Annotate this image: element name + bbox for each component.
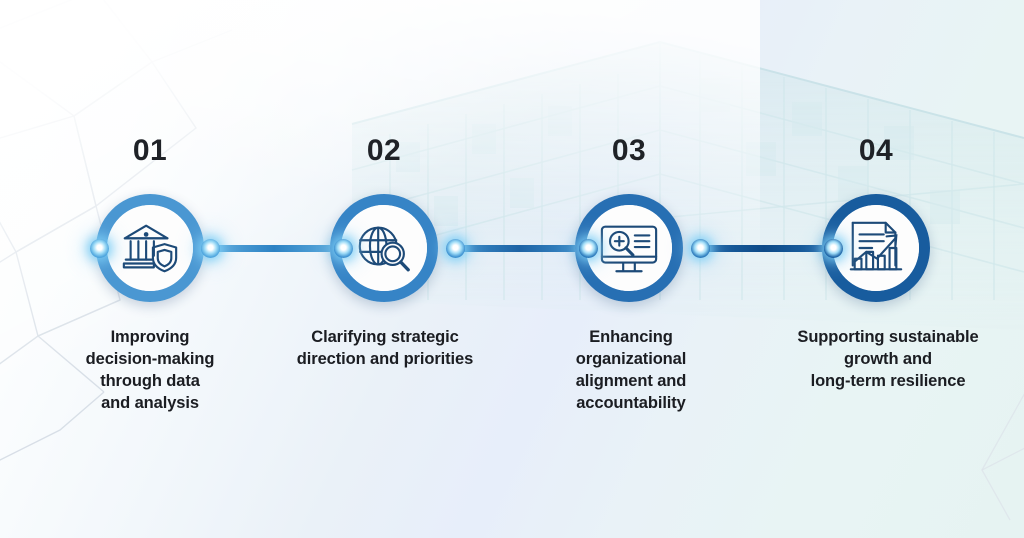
step-caption-2: Clarifying strategic direction and prior…	[296, 328, 474, 368]
connector-dot-left-1	[90, 239, 109, 258]
connector-dot-right-2	[446, 239, 465, 258]
step-caption-1: Improving decision-making through data a…	[85, 328, 215, 412]
connector-3-4	[699, 245, 829, 252]
step-number-3: 03	[611, 134, 647, 167]
step-node-1[interactable]	[96, 194, 204, 302]
step-node-3[interactable]	[575, 194, 683, 302]
connector-2-3	[454, 245, 584, 252]
connector-dot-right-1	[201, 239, 220, 258]
report-growth-chart-icon	[849, 221, 903, 271]
connector-dot-left-3	[579, 239, 598, 258]
connector-dot-left-2	[334, 239, 353, 258]
step-number-1: 01	[132, 134, 168, 167]
globe-magnifier-icon	[358, 226, 410, 272]
step-node-4[interactable]	[822, 194, 930, 302]
connector-dot-right-3	[691, 239, 710, 258]
connector-1-2	[209, 245, 339, 252]
step-caption-4: Supporting sustainable growth and long-t…	[797, 328, 979, 390]
step-number-2: 02	[366, 134, 402, 167]
step-caption-3: Enhancing organizational alignment and a…	[575, 328, 687, 412]
connector-dot-left-4	[824, 239, 843, 258]
bank-shield-icon	[122, 224, 178, 273]
step-number-4: 04	[858, 134, 894, 167]
monitor-analytics-icon	[600, 225, 658, 273]
